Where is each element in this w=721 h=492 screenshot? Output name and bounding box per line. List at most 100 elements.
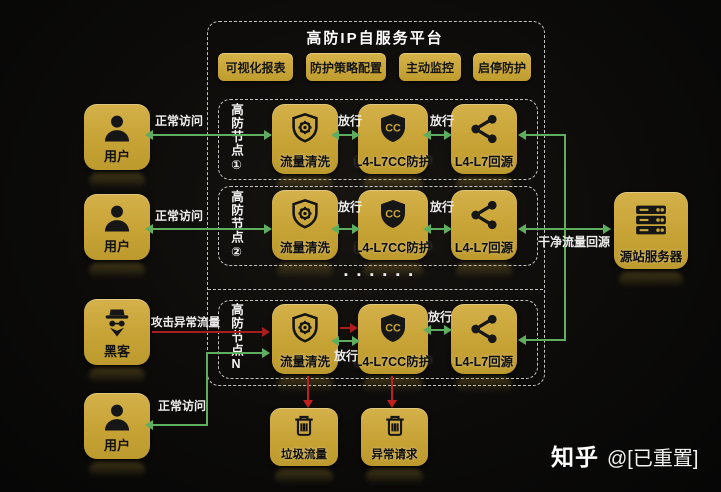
sink-abnormal-request: 异常请求 — [361, 408, 428, 466]
arrow-user3-elbow-v — [206, 352, 208, 426]
arrowhead — [444, 224, 452, 234]
arrow-user3-elbow-h2 — [206, 352, 266, 354]
flow-label-normal-access-1: 正常访问 — [155, 114, 204, 128]
stage-traffic-cleaning-2: 流量清洗 — [272, 190, 338, 260]
sink-label: 垃圾流量 — [281, 449, 327, 461]
actor-user-3: 用户 — [84, 393, 150, 459]
arrowhead — [518, 130, 526, 140]
stage-label: 流量清洗 — [279, 241, 331, 255]
watermark-handle: @[已重置] — [607, 448, 699, 470]
ellipsis-dots: ▪ ▪ ▪ ▪ ▪ ▪ — [344, 269, 416, 281]
shield-gear-icon — [287, 111, 323, 152]
arrowhead — [264, 130, 272, 140]
stage-label: 流量清洗 — [279, 155, 331, 169]
stage-back-to-origin-1: L4-L7回源 — [451, 104, 517, 174]
pass-label: 放行 — [428, 310, 453, 324]
arrowhead — [423, 325, 431, 335]
pass-label: 放行 — [430, 114, 455, 128]
origin-server-label: 源站服务器 — [619, 250, 683, 264]
button-toggle-protection[interactable]: 启停防护 — [473, 53, 531, 81]
actor-user-2: 用户 — [84, 194, 150, 260]
actor-label: 黑客 — [103, 344, 131, 359]
user-icon — [100, 111, 134, 150]
pass-label: 放行 — [334, 349, 359, 363]
stage-traffic-cleaning-3: 流量清洗 — [272, 304, 338, 374]
arrowhead — [145, 420, 153, 430]
button-policy-config[interactable]: 防护策略配置 — [306, 53, 386, 81]
arrowhead — [352, 130, 360, 140]
button-visual-report[interactable]: 可视化报表 — [218, 53, 293, 81]
cc-text: CC — [385, 322, 401, 334]
arrowhead — [331, 130, 339, 140]
cc-text: CC — [385, 208, 401, 220]
arrow-user1-node1 — [152, 134, 270, 136]
server-icon — [630, 199, 672, 246]
arrowhead — [518, 224, 526, 234]
arrow-pass-1a — [338, 134, 358, 136]
pass-label: 放行 — [430, 200, 455, 214]
stage-cc-protection-1: CC L4-L7CC防护 — [354, 104, 432, 174]
arrowhead — [423, 224, 431, 234]
arrowhead — [444, 325, 452, 335]
stage-label: 流量清洗 — [279, 355, 331, 369]
sink-label: 异常请求 — [371, 449, 418, 461]
stage-label: L4-L7回源 — [454, 355, 514, 369]
actor-label: 用户 — [103, 239, 131, 254]
arrowhead — [518, 335, 526, 345]
arrowhead — [264, 224, 272, 234]
shield-gear-icon — [287, 197, 323, 238]
arrow-trunk-nodeN — [525, 339, 566, 341]
stage-cc-protection-2: CC L4-L7CC防护 — [354, 190, 432, 260]
actor-label: 用户 — [103, 438, 131, 453]
arrowhead — [352, 224, 360, 234]
cc-text: CC — [385, 122, 401, 134]
arrow-hacker-nodeN — [152, 331, 265, 333]
arrowhead — [444, 130, 452, 140]
arrowhead — [603, 224, 611, 234]
stage-back-to-origin-3: L4-L7回源 — [451, 304, 517, 374]
arrow-drop-abnormal — [391, 376, 393, 402]
arrowhead — [350, 323, 358, 333]
arrow-pass-3b — [430, 329, 449, 331]
arrowhead — [145, 224, 153, 234]
arrow-pass-1b — [430, 134, 449, 136]
arrowhead — [145, 130, 153, 140]
cc-shield-icon: CC — [375, 111, 411, 152]
actor-user-1: 用户 — [84, 104, 150, 170]
stage-cc-protection-3: CC L4-L7CC防护 — [354, 304, 432, 374]
arrow-pass-2b — [430, 228, 449, 230]
sink-junk-traffic: 垃圾流量 — [270, 408, 338, 466]
arrow-drop-junk — [307, 376, 309, 402]
arrow-pass-3a — [338, 340, 358, 342]
shield-gear-icon — [287, 311, 323, 352]
arrowhead — [303, 400, 313, 408]
stage-label: L4-L7CC防护 — [354, 241, 432, 255]
trash-icon — [290, 412, 318, 445]
arrowhead — [262, 348, 270, 358]
platform-title: 高防IP自服务平台 — [306, 30, 444, 47]
stage-label: L4-L7CC防护 — [354, 155, 432, 169]
watermark: 知乎 @[已重置] — [551, 438, 698, 472]
stage-label: L4-L7CC防护 — [354, 355, 432, 369]
clean-traffic-trunk — [564, 134, 566, 341]
actor-hacker: 黑客 — [84, 299, 150, 365]
arrowhead — [331, 224, 339, 234]
arrowhead — [331, 336, 339, 346]
zhihu-logo: 知乎 — [551, 444, 599, 470]
node-group-label-3: 高防节点N — [229, 303, 243, 372]
arrow-user3-elbow-h1 — [152, 424, 208, 426]
stage-traffic-cleaning-1: 流量清洗 — [272, 104, 338, 174]
arrow-trunk-node1 — [525, 134, 566, 136]
stage-label: L4-L7回源 — [454, 155, 514, 169]
flow-label-clean-traffic: 干净流量回源 — [538, 235, 611, 249]
arrow-trunk-origin — [525, 228, 607, 230]
hacker-icon — [100, 306, 134, 345]
pass-label: 放行 — [338, 114, 363, 128]
platform-section-divider — [208, 289, 543, 290]
button-active-monitor[interactable]: 主动监控 — [399, 53, 461, 81]
node-group-label-1: 高防节点① — [229, 103, 243, 173]
arrowhead — [423, 130, 431, 140]
arrowhead — [262, 327, 270, 337]
user-icon — [100, 400, 134, 439]
